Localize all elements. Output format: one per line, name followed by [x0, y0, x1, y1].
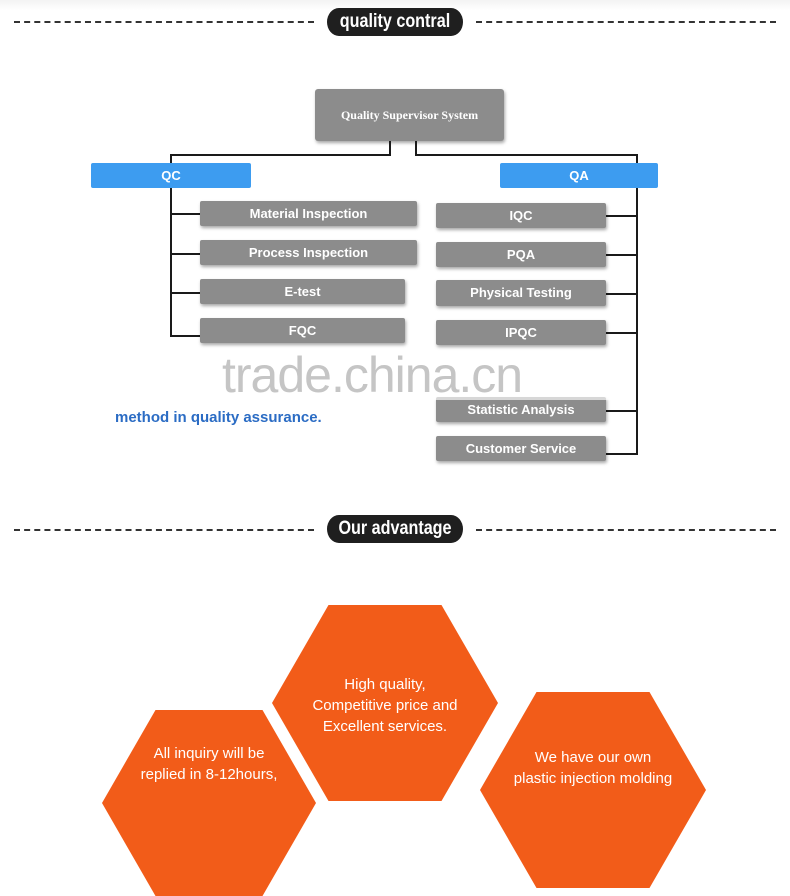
advantage-hex-quality [272, 605, 498, 801]
connector [170, 213, 200, 215]
qa-header: QA [500, 163, 658, 188]
watermark-text: trade.china.cn [222, 347, 523, 403]
advantage-text-molding: We have our own plastic injection moldin… [513, 749, 673, 787]
advantage-hex-inquiry [102, 710, 316, 896]
divider-right [476, 21, 776, 23]
connector [606, 215, 638, 217]
divider-right [476, 529, 776, 531]
qa-item-ipqc: IPQC [436, 320, 606, 345]
qc-item-e-test: E-test [200, 279, 405, 304]
connector [415, 141, 417, 155]
qa-item-pqa: PQA [436, 242, 606, 267]
section-title-advantage: Our advantage [327, 515, 463, 543]
watermark-backdrop [195, 352, 615, 400]
connector [636, 188, 638, 455]
qa-item-customer-service: Customer Service [436, 436, 606, 461]
connector [389, 141, 391, 155]
qa-item-statistic-analysis: Statistic Analysis [436, 397, 606, 422]
qc-header: QC [91, 163, 251, 188]
connector [170, 154, 172, 164]
section-title-quality: quality contral [327, 8, 463, 36]
connector [170, 154, 391, 156]
connector [170, 335, 200, 337]
divider-left [14, 529, 314, 531]
connector [606, 332, 638, 334]
connector [415, 154, 638, 156]
root-box: Quality Supervisor System [315, 89, 504, 141]
qa-item-iqc: IQC [436, 203, 606, 228]
advantage-text-inquiry: All inquiry will be replied in 8-12hours… [140, 745, 278, 783]
divider-left [14, 21, 314, 23]
connector [606, 293, 638, 295]
qc-item-fqc: FQC [200, 318, 405, 343]
advantage-hex-molding [480, 692, 706, 888]
connector [606, 254, 638, 256]
connector [606, 453, 638, 455]
advantage-text-quality: High quality, Competitive price and Exce… [312, 676, 458, 735]
connector [636, 154, 638, 164]
connector [170, 292, 200, 294]
qc-item-material-inspection: Material Inspection [200, 201, 417, 226]
qc-item-process-inspection: Process Inspection [200, 240, 417, 265]
connector [606, 410, 638, 412]
top-fade [0, 0, 790, 10]
qa-item-physical-testing: Physical Testing [436, 280, 606, 306]
qa-method-note: method in quality assurance. [115, 409, 322, 426]
connector [170, 188, 172, 337]
connector [170, 253, 200, 255]
